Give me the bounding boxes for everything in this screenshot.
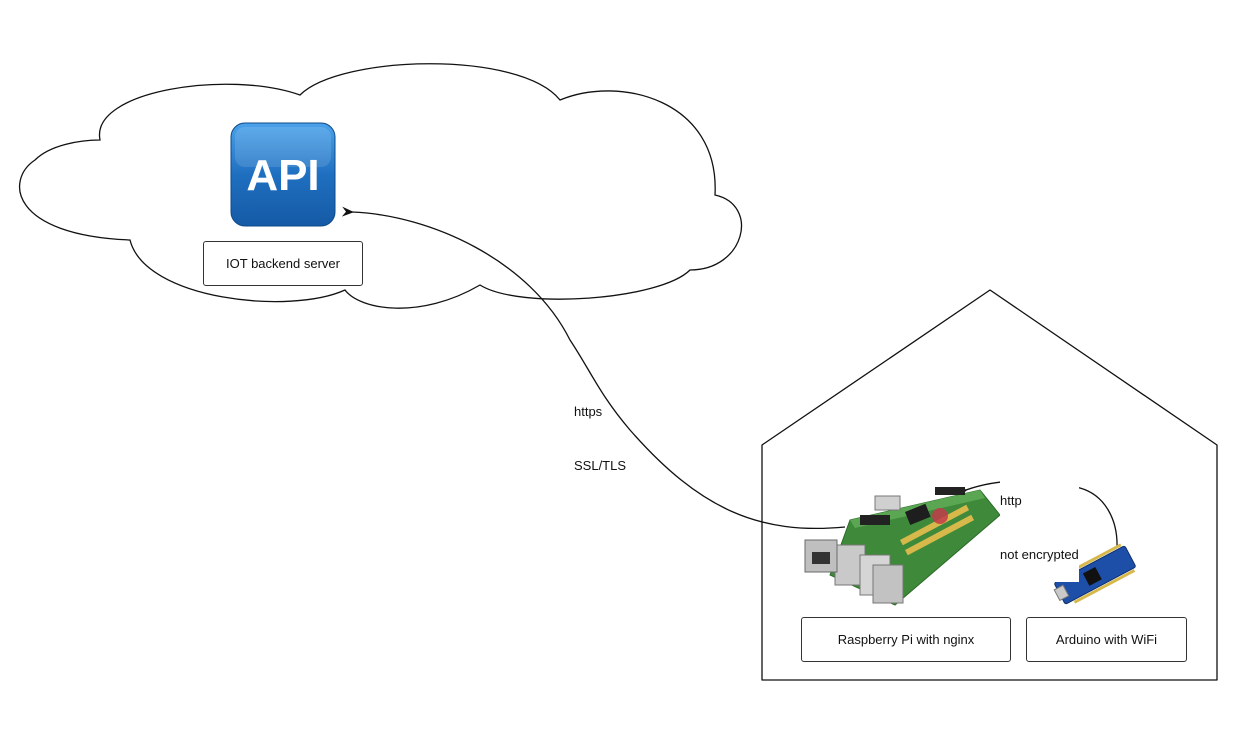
http-edge-line1: http [1000, 493, 1022, 508]
cloud-shape [18, 63, 743, 309]
http-edge-label: http not encrypted [1000, 456, 1079, 582]
api-icon-text: API [246, 151, 319, 200]
https-edge-label: https SSL/TLS [574, 367, 626, 493]
https-edge-line1: https [574, 404, 603, 419]
https-connection [341, 206, 846, 530]
raspberry-pi-icon [804, 487, 1001, 606]
raspberry-pi-label-text: Raspberry Pi with nginx [837, 632, 975, 647]
arduino-label-text: Arduino with WiFi [1055, 632, 1158, 647]
https-edge-line2: SSL/TLS [574, 458, 627, 473]
http-edge-line2: not encrypted [1000, 547, 1079, 562]
arduino-label: Arduino with WiFi [1026, 617, 1187, 662]
raspberry-pi-label: Raspberry Pi with nginx [801, 617, 1011, 662]
http-connection [954, 480, 1118, 549]
server-label: IOT backend server [203, 241, 363, 286]
api-icon: API [230, 122, 336, 227]
server-label-text: IOT backend server [226, 256, 340, 271]
